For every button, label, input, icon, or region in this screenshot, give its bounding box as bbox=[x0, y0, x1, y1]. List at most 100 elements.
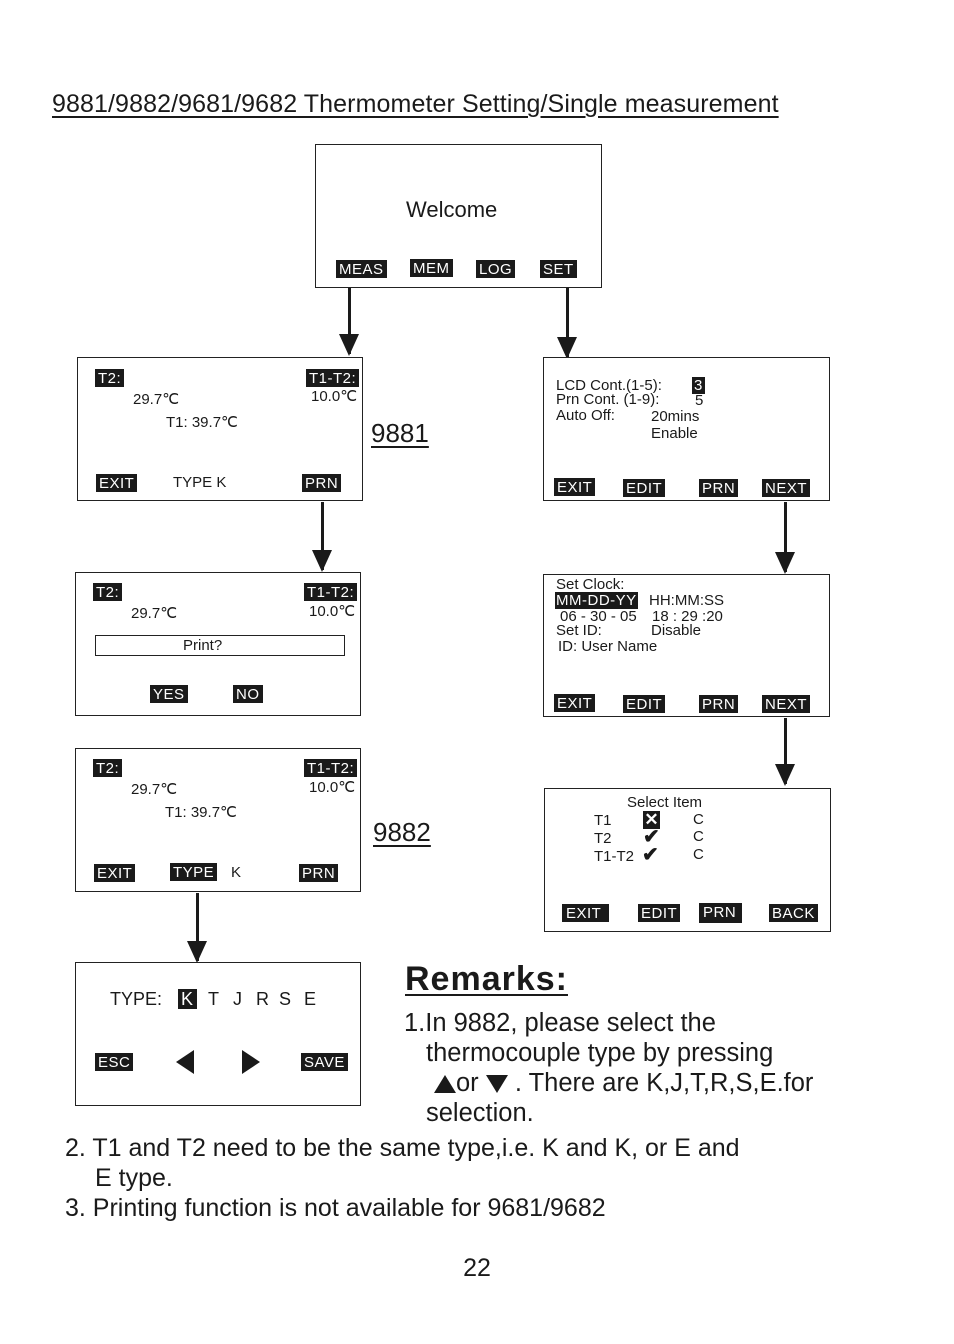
back-softkey[interactable]: BACK bbox=[769, 904, 818, 922]
no-softkey[interactable]: NO bbox=[233, 685, 263, 703]
meas-9881-screen: T2: T1-T2: 29.7℃ 10.0℃ T1: 39.7℃ EXIT TY… bbox=[77, 357, 363, 501]
model-label-9881: 9881 bbox=[371, 418, 429, 448]
edit-softkey[interactable]: EDIT bbox=[638, 904, 681, 922]
type-option-s[interactable]: S bbox=[279, 989, 292, 1009]
date-value: 06 - 30 - 05 bbox=[560, 608, 637, 625]
t1-t2-label: T1-T2: bbox=[304, 583, 358, 601]
log-softkey[interactable]: LOG bbox=[476, 260, 516, 278]
prn-softkey[interactable]: PRN bbox=[699, 903, 743, 923]
print-prompt-box: Print? bbox=[95, 635, 345, 656]
prn-softkey[interactable]: PRN bbox=[302, 474, 342, 492]
type-softkey[interactable]: TYPE bbox=[170, 863, 218, 881]
yes-softkey[interactable]: YES bbox=[150, 685, 188, 703]
time-value: 18 : 29 :20 bbox=[652, 608, 723, 625]
type-select-screen: TYPE: K T J R S E ESC SAVE bbox=[75, 962, 361, 1106]
meas-9882-screen: T2: T1-T2: 29.7℃ 10.0℃ T1: 39.7℃ EXIT TY… bbox=[75, 748, 361, 892]
prn-softkey[interactable]: PRN bbox=[699, 695, 739, 713]
next-softkey[interactable]: NEXT bbox=[762, 695, 811, 713]
t1-t2-value: 10.0℃ bbox=[309, 603, 356, 620]
t2-label: T2: bbox=[95, 369, 125, 387]
t2-value: 29.7℃ bbox=[133, 391, 180, 408]
flow-arrow bbox=[339, 288, 359, 356]
esc-softkey[interactable]: ESC bbox=[95, 1053, 134, 1071]
prn-contrast-label: Prn Cont. (1-9): bbox=[556, 391, 660, 408]
lcd-contrast-label: LCD Cont.(1-5): bbox=[556, 377, 662, 394]
type-option-selected[interactable]: K bbox=[178, 989, 197, 1009]
up-arrow-icon bbox=[434, 1075, 456, 1094]
remark-3: 3. Printing function is not available fo… bbox=[65, 1194, 606, 1222]
flow-arrow bbox=[775, 502, 795, 574]
check-icon[interactable]: ✔ bbox=[643, 826, 660, 848]
next-softkey[interactable]: NEXT bbox=[762, 479, 811, 497]
t2-value: 29.7℃ bbox=[131, 781, 178, 798]
select-item-title: Select Item bbox=[627, 794, 703, 811]
mem-softkey[interactable]: MEM bbox=[410, 259, 453, 277]
exit-softkey[interactable]: EXIT bbox=[554, 694, 596, 712]
type-option-t[interactable]: T bbox=[208, 989, 219, 1009]
exit-softkey[interactable]: EXIT bbox=[94, 864, 136, 882]
auto-off-label: Auto Off: bbox=[556, 407, 615, 424]
arrow-right-icon[interactable] bbox=[242, 1050, 260, 1074]
type-option-e[interactable]: E bbox=[304, 989, 317, 1009]
exit-softkey[interactable]: EXIT bbox=[562, 904, 610, 922]
t1-t2-value: 10.0℃ bbox=[311, 388, 358, 405]
auto-off-state: Enable bbox=[651, 425, 698, 442]
item-t1-t2-name: T1-T2 bbox=[594, 848, 635, 865]
uncheck-icon[interactable]: ✕ bbox=[643, 810, 660, 829]
t1-t2-label: T1-T2: bbox=[306, 369, 360, 387]
settings-screen: LCD Cont.(1-5): 3 Prn Cont. (1-9): 5 Aut… bbox=[543, 357, 830, 501]
t1-t2-label: T1-T2: bbox=[304, 759, 358, 777]
remark-1-line-4: selection. bbox=[426, 1099, 534, 1127]
meas-softkey[interactable]: MEAS bbox=[336, 260, 387, 278]
t2-label: T2: bbox=[93, 759, 123, 777]
welcome-message: Welcome bbox=[406, 197, 498, 222]
flow-arrow bbox=[312, 502, 332, 572]
t1-t2-value: 10.0℃ bbox=[309, 779, 356, 796]
item-t2-unit: C bbox=[693, 828, 704, 845]
type-indicator: TYPE K bbox=[173, 474, 227, 491]
set-id-label: Set ID: bbox=[556, 622, 602, 639]
flow-arrow bbox=[557, 288, 577, 359]
prn-contrast-value: 5 bbox=[695, 392, 704, 409]
exit-softkey[interactable]: EXIT bbox=[554, 478, 596, 496]
set-softkey[interactable]: SET bbox=[540, 260, 577, 278]
type-option-r[interactable]: R bbox=[256, 989, 269, 1009]
lcd-contrast-value[interactable]: 3 bbox=[692, 377, 705, 394]
type-option-j[interactable]: J bbox=[233, 989, 242, 1009]
remark-1-line-2: thermocouple type by pressing bbox=[426, 1039, 774, 1067]
edit-softkey[interactable]: EDIT bbox=[623, 479, 666, 497]
date-format[interactable]: MM-DD-YY bbox=[555, 592, 638, 609]
arrow-left-icon[interactable] bbox=[176, 1050, 194, 1074]
id-username: ID: User Name bbox=[558, 638, 658, 655]
set-clock-title: Set Clock: bbox=[556, 576, 625, 593]
page-number: 22 bbox=[463, 1254, 491, 1282]
check-icon[interactable]: ✔ bbox=[642, 844, 659, 866]
type-label: TYPE: bbox=[110, 989, 163, 1009]
remarks-heading: Remarks: bbox=[405, 960, 568, 998]
page-title: 9881/9882/9681/9682 Thermometer Setting/… bbox=[52, 90, 779, 118]
t1-reading: T1: 39.7℃ bbox=[165, 804, 237, 821]
flow-arrow bbox=[775, 718, 795, 786]
model-label-9882: 9882 bbox=[373, 817, 431, 847]
remark-1-line-3: or . There are K,J,T,R,S,E.for bbox=[434, 1068, 813, 1098]
item-t1-unit: C bbox=[693, 811, 704, 828]
select-item-screen: Select Item T1 ✕ C T2 ✔ C T1-T2 ✔ C EXIT… bbox=[544, 788, 831, 932]
welcome-screen: Welcome MEAS MEM LOG SET bbox=[315, 144, 602, 288]
time-format: HH:MM:SS bbox=[649, 592, 724, 609]
item-t2-name: T2 bbox=[594, 830, 612, 847]
save-softkey[interactable]: SAVE bbox=[301, 1053, 348, 1071]
set-id-value: Disable bbox=[651, 622, 702, 639]
edit-softkey[interactable]: EDIT bbox=[623, 695, 666, 713]
clock-screen: Set Clock: MM-DD-YY HH:MM:SS 06 - 30 - 0… bbox=[543, 574, 830, 717]
t1-reading: T1: 39.7℃ bbox=[166, 414, 238, 431]
print-prompt: Print? bbox=[183, 637, 223, 654]
down-arrow-icon bbox=[485, 1075, 508, 1094]
exit-softkey[interactable]: EXIT bbox=[96, 474, 138, 492]
flow-arrow bbox=[187, 893, 207, 963]
type-value: K bbox=[231, 864, 242, 881]
prn-softkey[interactable]: PRN bbox=[299, 864, 339, 882]
prn-softkey[interactable]: PRN bbox=[699, 479, 739, 497]
item-t1-t2-unit: C bbox=[693, 846, 704, 863]
t2-value: 29.7℃ bbox=[131, 605, 178, 622]
item-t1-name: T1 bbox=[594, 812, 612, 829]
